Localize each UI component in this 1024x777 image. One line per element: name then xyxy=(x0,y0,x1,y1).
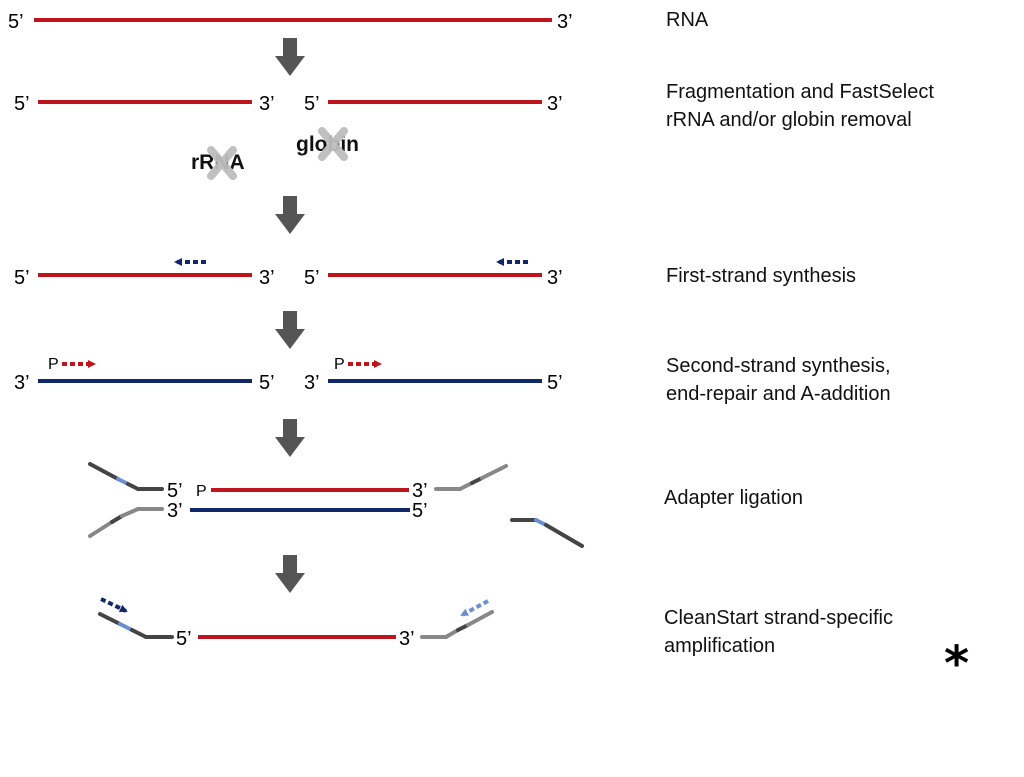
adapter-left xyxy=(98,612,174,639)
step-adapter-ligation: Adapter ligation xyxy=(664,487,803,509)
step-second-strand-line2: end-repair and A-addition xyxy=(666,383,891,405)
row-first-strand: 5’ 3’ 5’ 3’ xyxy=(14,258,563,289)
step-first-strand: First-strand synthesis xyxy=(666,265,857,287)
step-cleanstart-line2: amplification xyxy=(664,635,776,657)
cross-icon xyxy=(318,127,348,161)
step-fragmentation-line2: rRNA and/or globin removal xyxy=(666,109,912,131)
three-prime-label: 3’ xyxy=(557,11,573,33)
row-adapter-ligation: 5’ P 3’ 3’ 5’ xyxy=(88,462,584,548)
five-prime-label: 5’ xyxy=(259,372,275,394)
three-prime-label: 3’ xyxy=(304,372,320,394)
asterisk-mark: * xyxy=(944,636,970,692)
row-fragmentation: 5’ 3’ 5’ 3’ rRNA globin xyxy=(14,93,563,180)
down-arrow-icon xyxy=(275,38,305,76)
primer-arrow-icon xyxy=(460,599,489,617)
step-rna: RNA xyxy=(666,9,709,31)
row-rna: 5’ 3’ xyxy=(8,11,573,33)
five-prime-label: 5’ xyxy=(412,500,428,522)
five-prime-label: 5’ xyxy=(167,480,183,502)
down-arrow-icon xyxy=(275,419,305,457)
step-fragmentation-line1: Fragmentation and FastSelect xyxy=(666,81,934,103)
down-arrow-icon xyxy=(275,555,305,593)
three-prime-label: 3’ xyxy=(14,372,30,394)
three-prime-label: 3’ xyxy=(547,267,563,289)
five-prime-label: 5’ xyxy=(176,628,192,650)
five-prime-label: 5’ xyxy=(14,267,30,289)
step-fragmentation: Fragmentation and FastSelect rRNA and/or… xyxy=(666,78,934,134)
adapter-right xyxy=(420,610,494,639)
row-amplification: 5’ 3’ xyxy=(98,597,494,650)
step-cleanstart-line1: CleanStart strand-specific xyxy=(664,607,893,629)
five-prime-label: 5’ xyxy=(14,93,30,115)
phosphate-label: P xyxy=(196,483,207,500)
primer-arrow-icon xyxy=(100,597,128,613)
phosphate-label: P xyxy=(334,356,345,373)
step-cleanstart: CleanStart strand-specific amplification xyxy=(664,604,893,660)
down-arrow-icon xyxy=(275,311,305,349)
three-prime-label: 3’ xyxy=(167,500,183,522)
three-prime-label: 3’ xyxy=(399,628,415,650)
row-second-strand: P 3’ 5’ P 3’ 5’ xyxy=(14,356,563,394)
step-second-strand: Second-strand synthesis, end-repair and … xyxy=(666,352,891,408)
three-prime-label: 3’ xyxy=(259,93,275,115)
five-prime-label: 5’ xyxy=(304,93,320,115)
three-prime-label: 3’ xyxy=(259,267,275,289)
three-prime-label: 3’ xyxy=(412,480,428,502)
cross-icon xyxy=(207,146,237,180)
adapter-free xyxy=(510,518,584,548)
five-prime-label: 5’ xyxy=(8,11,24,33)
step-second-strand-line1: Second-strand synthesis, xyxy=(666,355,891,377)
five-prime-label: 5’ xyxy=(547,372,563,394)
phosphate-label: P xyxy=(48,356,59,373)
adapter-right xyxy=(434,464,508,491)
down-arrow-icon xyxy=(275,196,305,234)
three-prime-label: 3’ xyxy=(547,93,563,115)
adapter-left xyxy=(88,462,164,538)
five-prime-label: 5’ xyxy=(304,267,320,289)
